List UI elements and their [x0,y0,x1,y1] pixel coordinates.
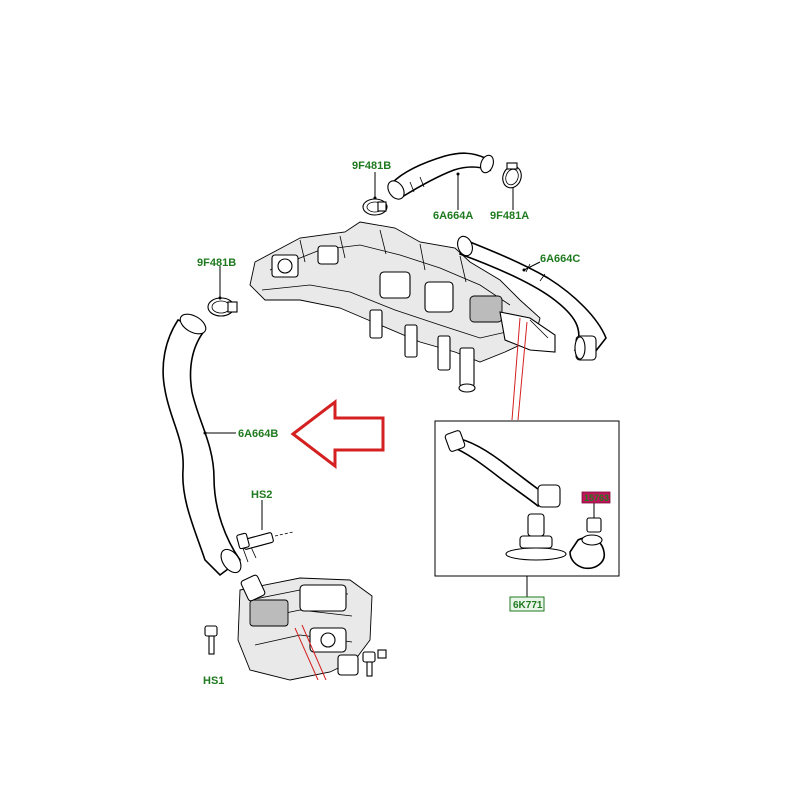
label-6A664C: 6A664C [540,253,580,265]
label-9F481B-mid: 9F481B [197,257,236,269]
clamp-9F481B-lower [207,297,238,317]
label-HS2: HS2 [251,489,272,501]
clamp-9F481B-upper [362,198,388,216]
screw-HS2 [236,531,294,550]
oil-separator-housing [237,574,373,681]
bolt-right [362,649,387,677]
label-redacted-box: 15763 [581,491,611,504]
valve-cover-assembly [249,221,556,393]
hose-6A664C [457,235,607,361]
label-6A664B: 6A664B [238,428,278,440]
label-HS1: HS1 [203,675,224,687]
label-9F481A: 9F481A [490,210,529,222]
arrow-left-outline-icon [290,398,385,470]
clamp-9F481A [502,162,522,189]
label-6A664A: 6A664A [433,210,473,222]
leader-lines [203,172,541,530]
label-6K771-box: 6K771 [509,596,545,612]
label-redacted: 15763 [584,493,609,503]
bolt-HS1 [204,625,218,655]
hose-6A664A [387,152,494,200]
red-leader-lines [294,317,528,681]
label-9F481B-top: 9F481B [352,160,391,172]
label-6K771: 6K771 [513,600,543,611]
hose-6A664B [162,313,257,577]
